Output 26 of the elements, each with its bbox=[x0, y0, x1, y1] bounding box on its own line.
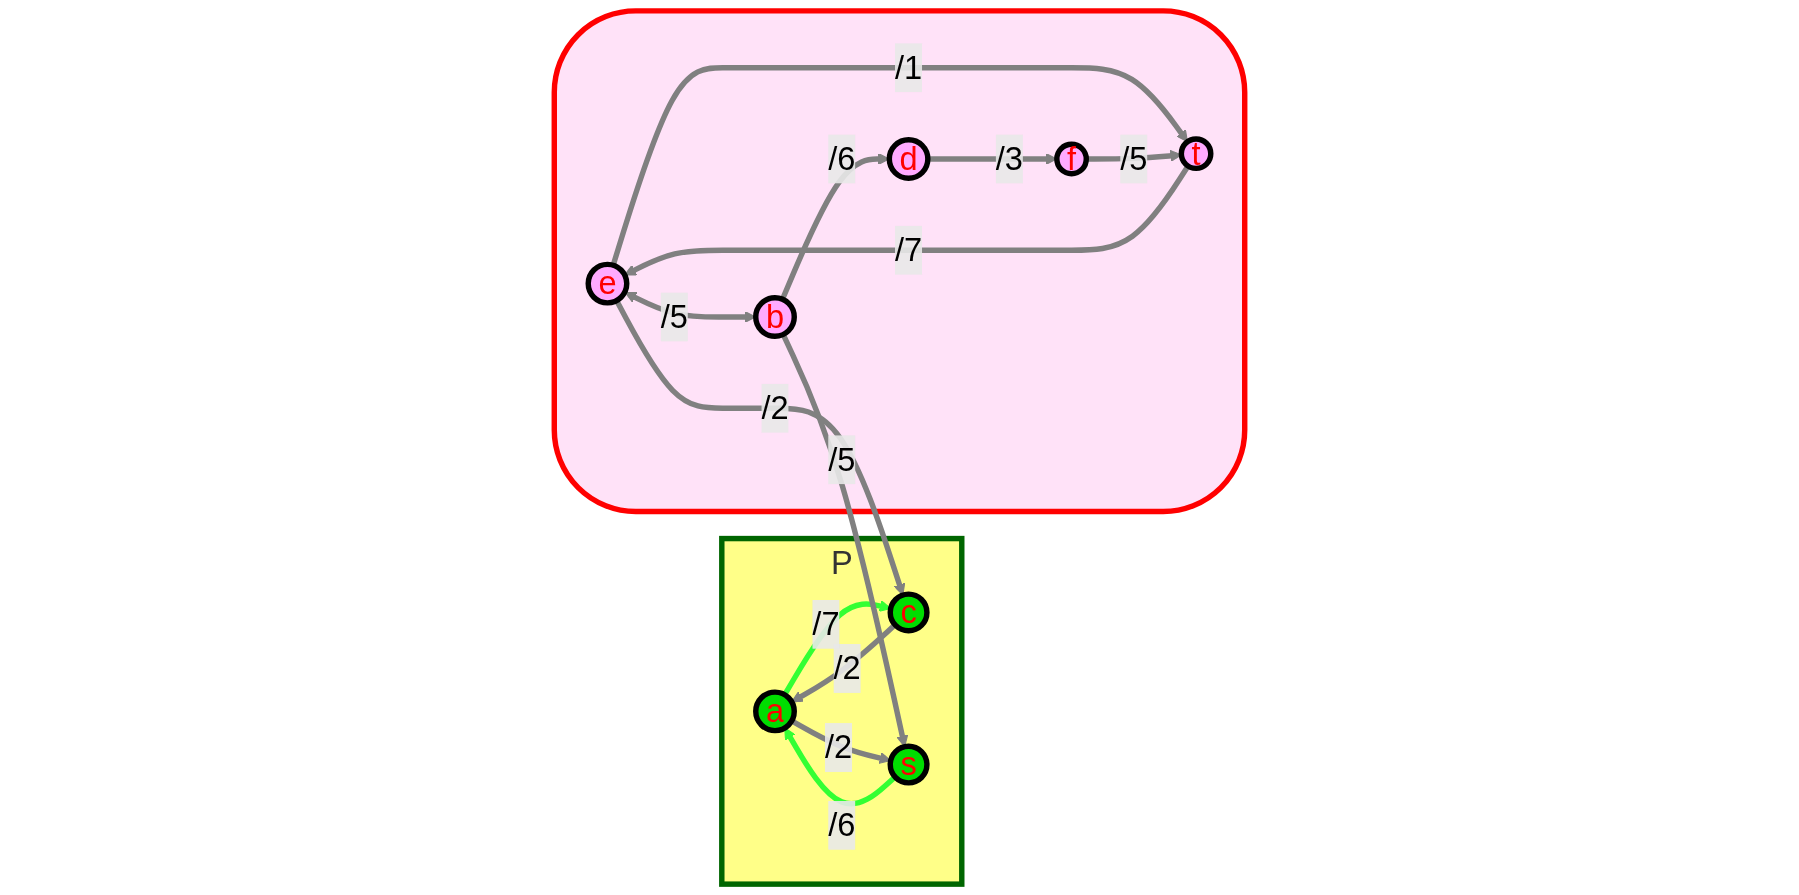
edge-label: /3 bbox=[995, 139, 1023, 177]
node-circle: d bbox=[886, 137, 931, 181]
node-circle: s bbox=[887, 743, 930, 786]
edge-label: /7 bbox=[812, 605, 840, 643]
cluster bbox=[551, 8, 1248, 515]
edge-label: /5 bbox=[660, 297, 688, 335]
edge-label: /2 bbox=[824, 728, 853, 766]
node-circle: a bbox=[753, 689, 797, 734]
edge-label: /6 bbox=[828, 139, 856, 177]
node-circle: c bbox=[887, 591, 930, 634]
node-circle: b bbox=[753, 295, 797, 339]
edge-label: /2 bbox=[761, 389, 789, 426]
edge-label: /6 bbox=[828, 806, 856, 844]
edge-label: /5 bbox=[828, 440, 856, 478]
arrow bbox=[791, 622, 897, 703]
arrow bbox=[784, 727, 897, 807]
arrow bbox=[610, 65, 1188, 266]
node-circle: f bbox=[1054, 141, 1089, 177]
arrow bbox=[624, 164, 1191, 276]
edge-label: /7 bbox=[894, 231, 923, 268]
arrow bbox=[614, 299, 906, 596]
node-circle: e bbox=[585, 261, 630, 306]
edge-label: /1 bbox=[894, 48, 923, 86]
edge-label: /5 bbox=[1120, 139, 1148, 177]
edge-label: /2 bbox=[833, 649, 861, 687]
node-circle: t bbox=[1178, 136, 1214, 172]
